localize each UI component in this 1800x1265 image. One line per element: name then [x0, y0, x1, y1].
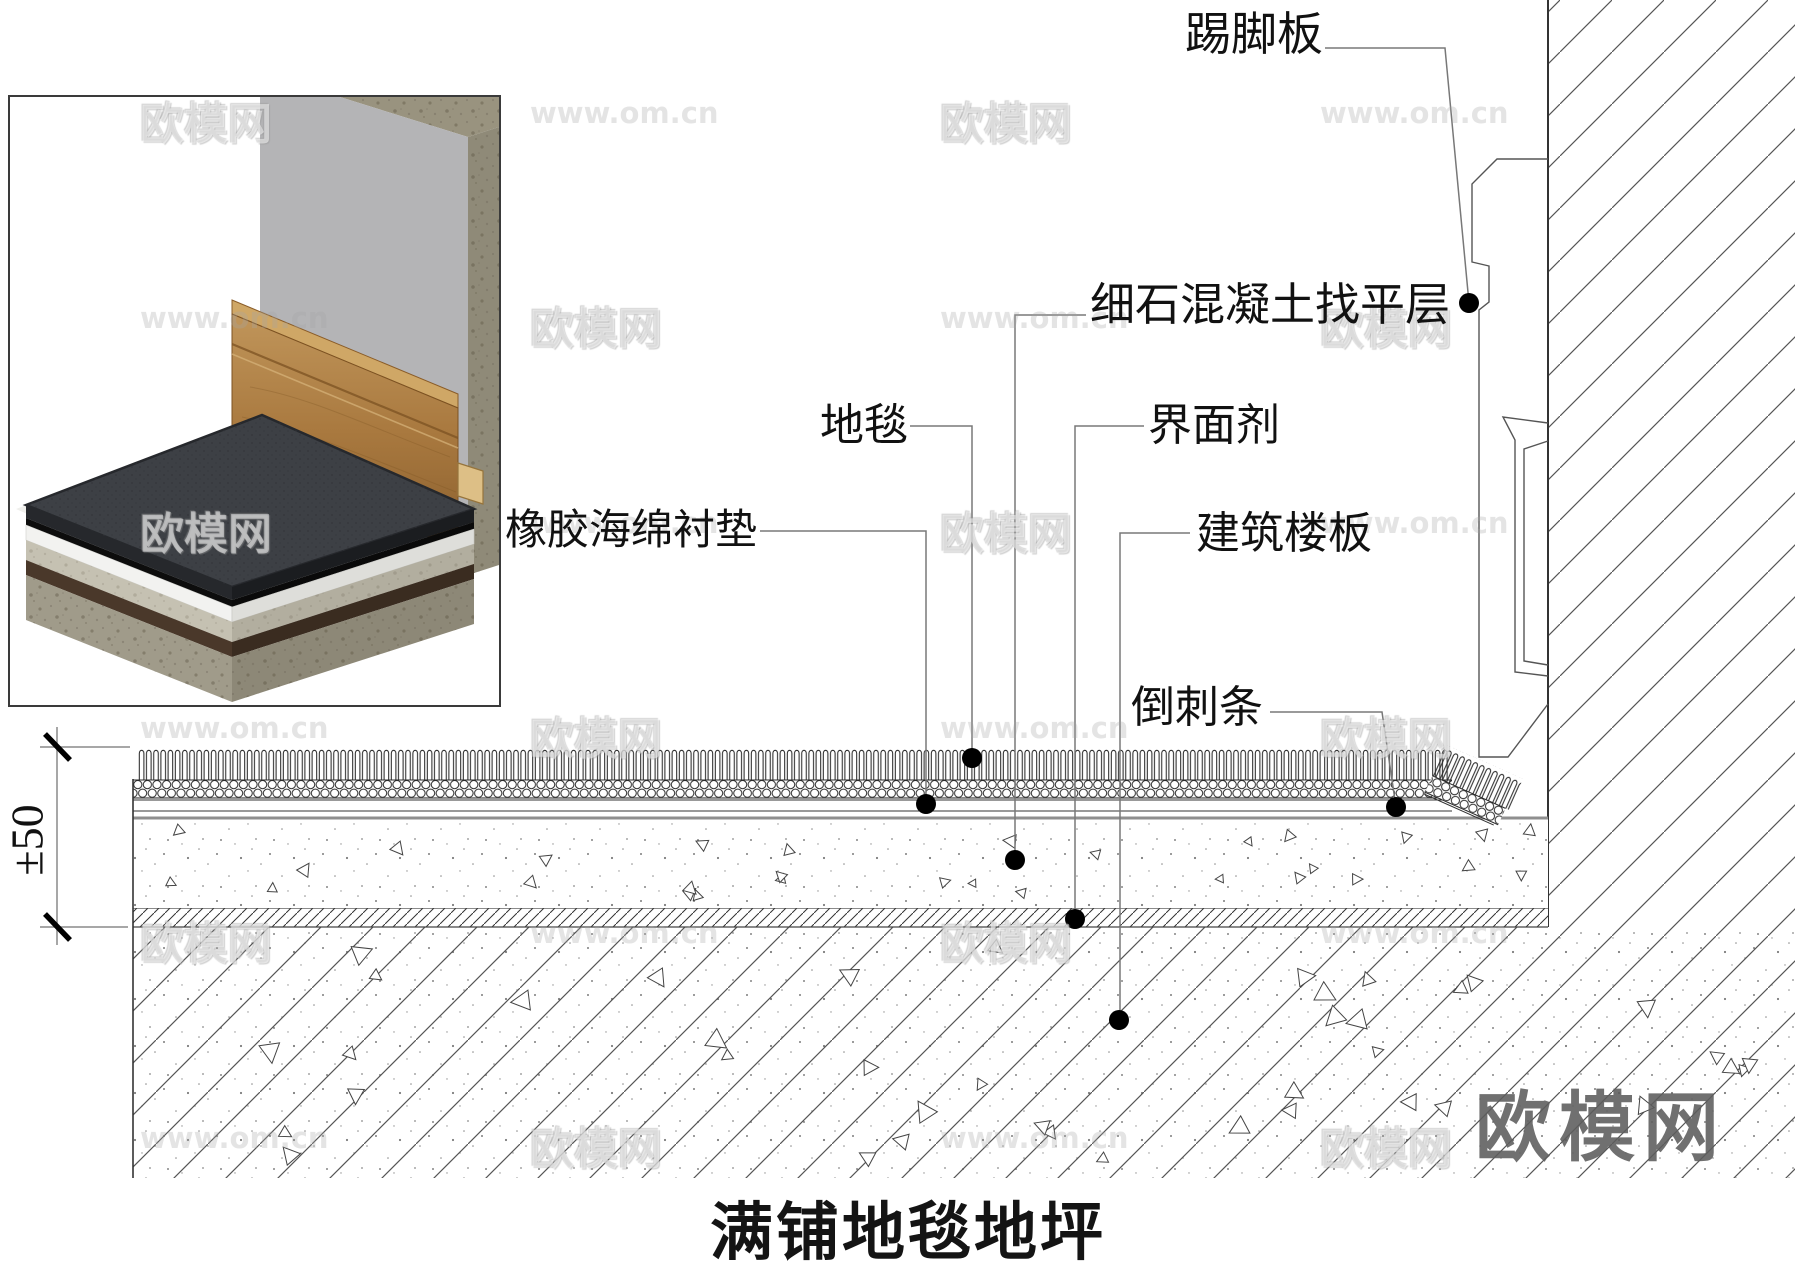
leader-lines: [760, 47, 1470, 1020]
sponge-pad-section: [133, 779, 1452, 799]
label-interface-agent: 界面剂: [1148, 401, 1280, 450]
drawing-title: 满铺地毯地坪: [710, 1198, 1106, 1265]
inset-3d-render: [8, 95, 501, 707]
dimension-value: ±50: [1, 804, 53, 876]
wall-section: [1547, 0, 1795, 927]
label-building-slab: 建筑楼板: [1196, 509, 1372, 558]
brand-watermark-large: 欧模网: [1475, 1083, 1727, 1172]
structural-slab-section: [133, 927, 1795, 1178]
leader-dots: [916, 293, 1479, 1030]
label-rubber-sponge-pad: 橡胶海绵衬垫: [505, 508, 758, 554]
carpet-pile-section: [138, 746, 1449, 780]
dimension-lines: [40, 727, 130, 945]
label-carpet: 地毯: [820, 401, 908, 450]
leveling-screed-section: [133, 816, 1548, 908]
label-tack-strip: 倒刺条: [1131, 683, 1263, 732]
skirting-profile: [1471, 158, 1549, 758]
inset-floor-layers: [16, 413, 478, 702]
carpet-edge-droop: [1424, 744, 1523, 826]
label-leveling-layer: 细石混凝土找平层: [1090, 280, 1451, 330]
interface-agent-band: [133, 907, 1548, 928]
label-skirting-board: 踢脚板: [1185, 9, 1323, 60]
